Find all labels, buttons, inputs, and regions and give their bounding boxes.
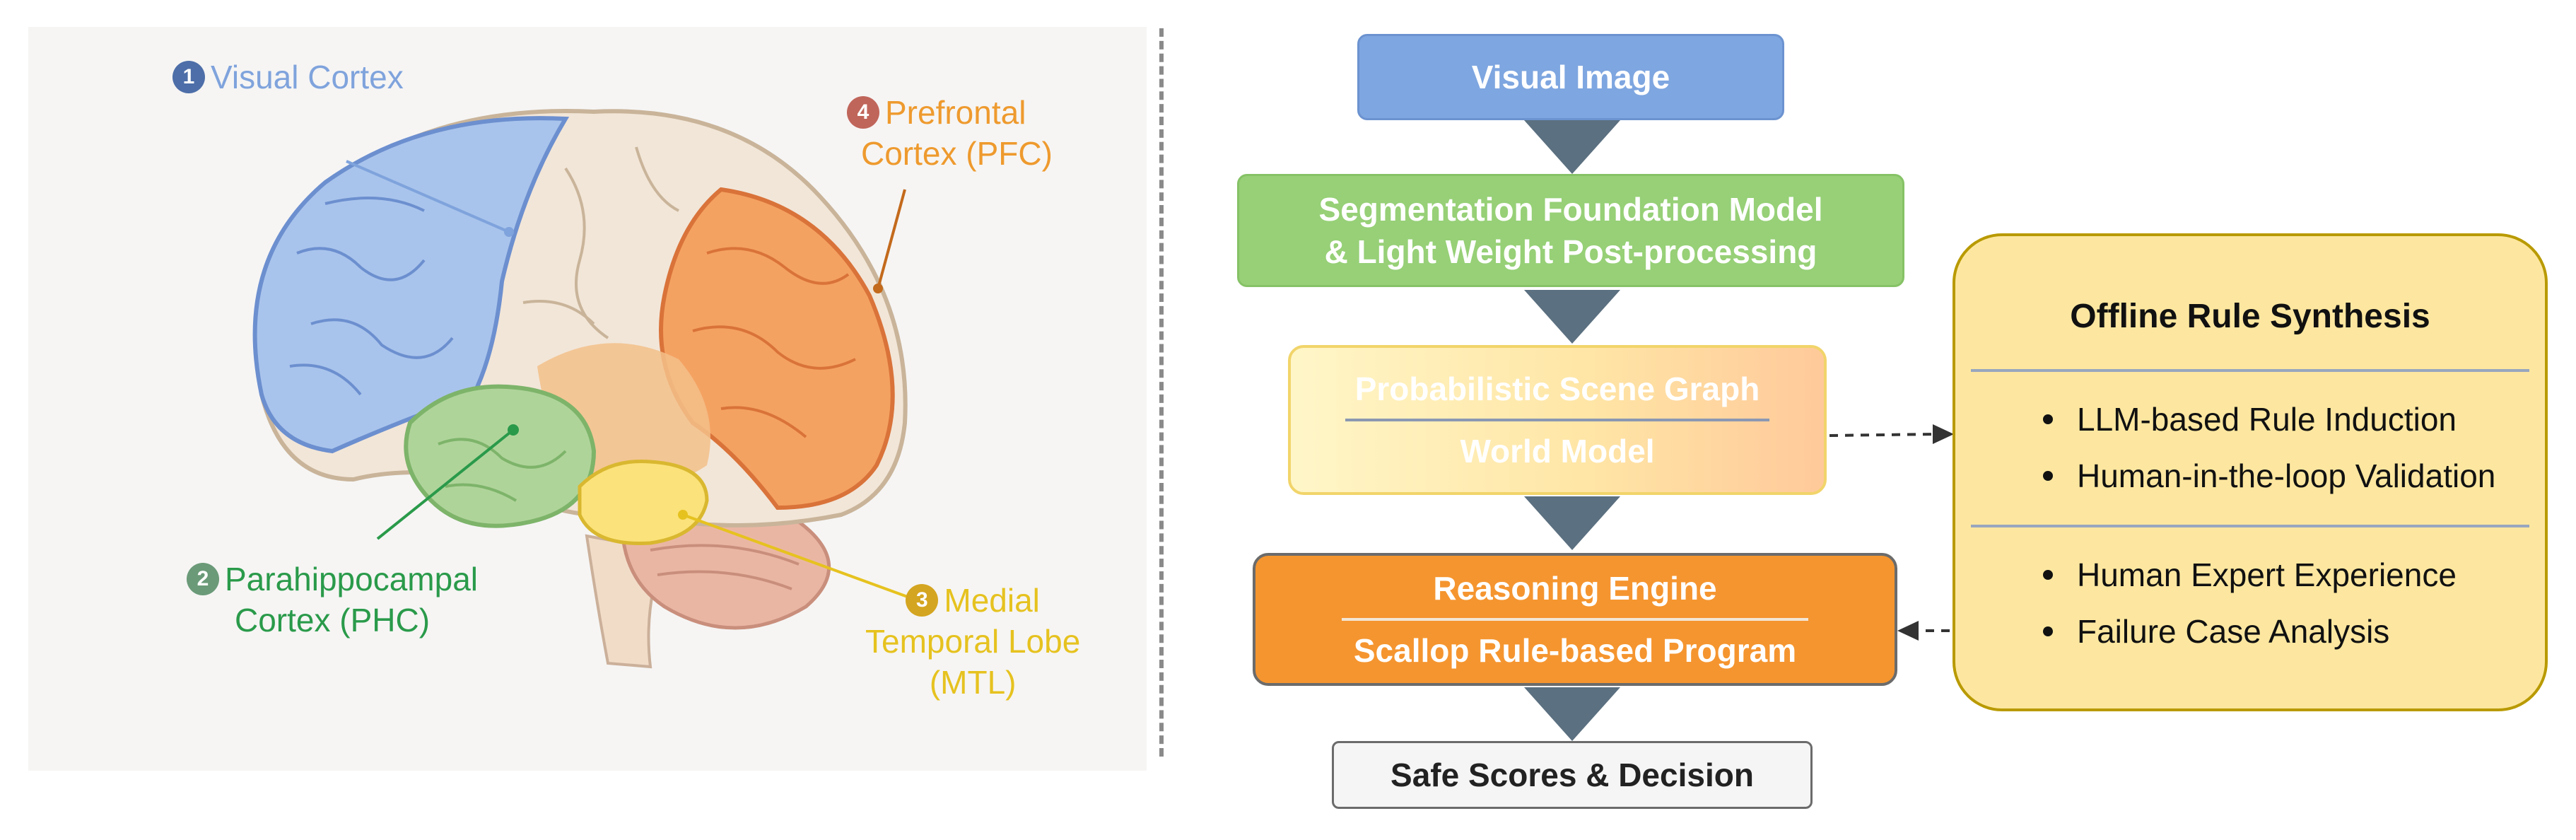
region-number-badge: 2 (187, 562, 219, 595)
to-offline-connector (1829, 433, 1938, 437)
visual-image-box: Visual Image (1357, 34, 1784, 120)
offline-title: Offline Rule Synthesis (2070, 298, 2430, 335)
brain-illustration (252, 109, 920, 669)
offline-item: Human Expert Experience (2043, 556, 2457, 594)
segmentation-box: Segmentation Foundation Model & Light We… (1237, 174, 1904, 287)
offline-rule-synthesis-box: Offline Rule Synthesis LLM-based Rule In… (1953, 233, 2548, 711)
flow-arrow (1524, 290, 1620, 344)
offline-divider-1 (1971, 369, 2529, 372)
flow-arrow (1524, 687, 1620, 741)
region-number-badge: 3 (906, 583, 939, 617)
offline-item: LLM-based Rule Induction (2043, 400, 2457, 438)
offline-item: Failure Case Analysis (2043, 612, 2389, 651)
flow-arrow (1524, 120, 1620, 174)
offline-item: Human-in-the-loop Validation (2043, 457, 2495, 495)
flow-arrow (1524, 496, 1620, 550)
offline-divider-2 (1971, 525, 2529, 527)
region-number-badge: 1 (172, 60, 205, 93)
prefrontal-cortex-region (659, 187, 895, 511)
box-divider-line (1342, 618, 1808, 621)
scene-graph-world-model-box: Probabilistic Scene Graph World Model (1288, 345, 1827, 495)
box-divider-line (1345, 419, 1769, 421)
mtl-region (578, 459, 709, 545)
region-number-badge: 4 (847, 95, 879, 129)
panel-divider (1159, 28, 1164, 757)
reasoning-engine-box: Reasoning Engine Scallop Rule-based Prog… (1253, 553, 1897, 686)
safe-scores-box: Safe Scores & Decision (1332, 741, 1813, 809)
